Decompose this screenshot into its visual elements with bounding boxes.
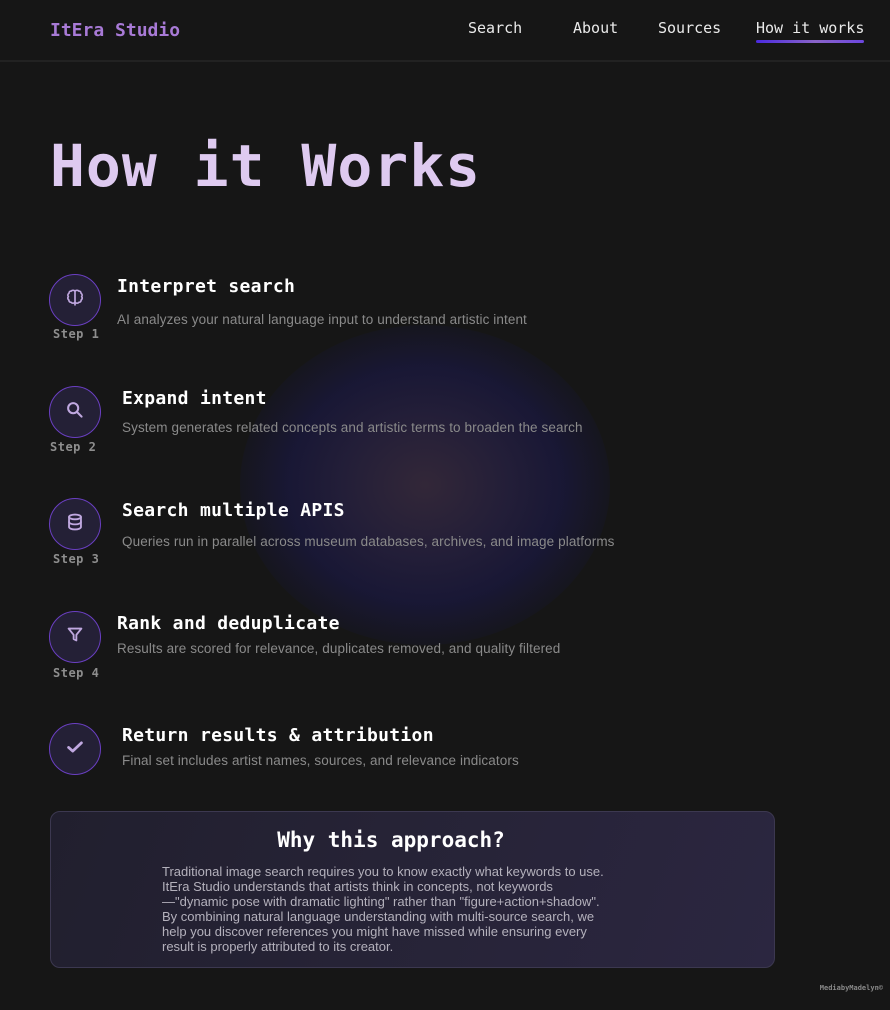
step-icon-circle [49, 498, 101, 550]
step-number-label: Step 2 [50, 440, 97, 454]
step-title: Search multiple APIS [122, 500, 345, 521]
step-description: Results are scored for relevance, duplic… [117, 641, 561, 656]
step-title: Return results & attribution [122, 725, 434, 746]
background-glow [240, 325, 610, 645]
why-this-approach-card: Why this approach? Traditional image sea… [50, 811, 775, 968]
check-icon [64, 736, 86, 763]
top-navigation-bar: ItEra Studio Search About Sources How it… [0, 0, 890, 62]
nav-link-how-it-works[interactable]: How it works [756, 19, 865, 43]
why-body-line: help you discover references you might h… [162, 924, 587, 939]
step-title: Interpret search [117, 276, 296, 297]
step-icon-circle [49, 723, 101, 775]
step-description: System generates related concepts and ar… [122, 420, 583, 435]
step-title: Expand intent [122, 388, 267, 409]
step-description: Queries run in parallel across museum da… [122, 534, 615, 549]
why-body-line: By combining natural language understand… [162, 909, 595, 924]
nav-link-sources[interactable]: Sources [658, 19, 722, 37]
page-title: How it Works [50, 132, 482, 200]
nav-link-about[interactable]: About [573, 19, 619, 37]
filter-icon [64, 624, 86, 651]
brain-icon [64, 287, 86, 314]
step-number-label: Step 4 [53, 666, 100, 680]
why-body-line: —"dynamic pose with dramatic lighting" r… [162, 894, 600, 909]
step-number-label: Step 1 [53, 327, 100, 341]
nav-link-search[interactable]: Search [468, 19, 523, 37]
step-number-label: Step 3 [53, 552, 100, 566]
why-card-title: Why this approach? [277, 828, 505, 852]
footer-credit: MediabyMadelyn© [819, 984, 883, 992]
why-body-line: Traditional image search requires you to… [162, 864, 604, 879]
database-icon [64, 511, 86, 538]
brand-logo[interactable]: ItEra Studio [50, 20, 181, 41]
why-body-line: result is properly attributed to its cre… [162, 939, 394, 954]
main-nav: Search About Sources How it works [0, 19, 890, 47]
step-description: Final set includes artist names, sources… [122, 753, 519, 768]
step-icon-circle [49, 274, 101, 326]
step-title: Rank and deduplicate [117, 613, 340, 634]
why-card-body: Traditional image search requires you to… [162, 864, 682, 954]
step-description: AI analyzes your natural language input … [117, 312, 527, 327]
why-body-line: ItEra Studio understands that artists th… [162, 879, 553, 894]
search-icon [64, 399, 86, 426]
step-icon-circle [49, 611, 101, 663]
step-icon-circle [49, 386, 101, 438]
